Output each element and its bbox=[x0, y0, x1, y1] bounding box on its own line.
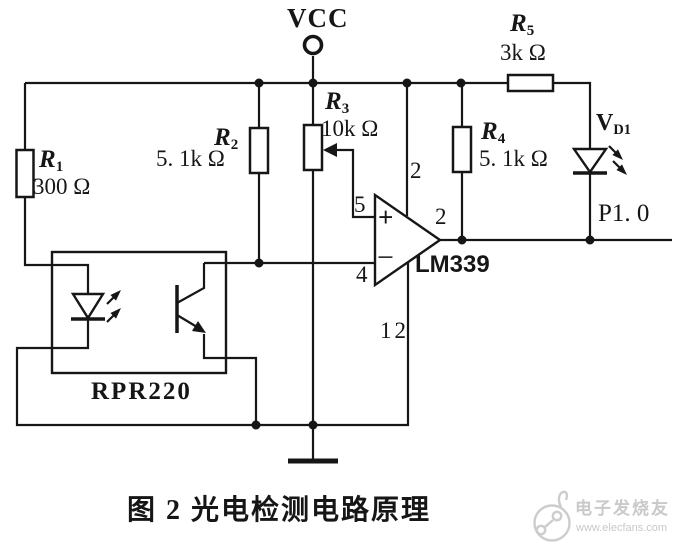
junction-dot bbox=[456, 78, 466, 88]
opto-led-arrowhead-icon bbox=[110, 290, 121, 301]
resistor-r2-value: 5. 1k Ω bbox=[156, 146, 225, 171]
resistor-r1-value: 300 Ω bbox=[33, 174, 91, 199]
pin-power-label: 2 bbox=[410, 158, 422, 183]
optocoupler-part-label: RPR220 bbox=[91, 378, 192, 405]
wire-r1-to-opto-led bbox=[23, 197, 90, 294]
resistor-r5-body bbox=[506, 73, 555, 93]
resistor-r2-body bbox=[248, 126, 270, 175]
r4-ref: R bbox=[481, 118, 498, 145]
junction-dot bbox=[254, 258, 264, 268]
led-vd1-label: VD1 bbox=[596, 111, 631, 137]
led-vd1-triangle bbox=[571, 147, 609, 175]
r5-sub: 5 bbox=[526, 23, 535, 40]
pin-12-ground-label: 12 bbox=[380, 318, 409, 343]
vd1-sub: D1 bbox=[613, 122, 631, 139]
r2-sub: 2 bbox=[230, 137, 239, 154]
comparator-part-label: LM339 bbox=[415, 251, 490, 278]
phototransistor-collector bbox=[176, 263, 206, 304]
wire-emitter-to-ground bbox=[202, 334, 258, 425]
resistor-r2-label: R2 bbox=[214, 125, 238, 153]
junction-dot bbox=[251, 420, 261, 430]
junction-dot bbox=[254, 78, 264, 88]
potentiometer-r3-label: R3 bbox=[325, 89, 349, 117]
r1-ref: R bbox=[39, 146, 56, 173]
resistor-r4-label: R4 bbox=[481, 119, 505, 147]
resistor-r1-label: R1 bbox=[39, 147, 63, 175]
led-vd1-arrowhead-icon bbox=[612, 149, 623, 160]
potentiometer-r3-body bbox=[302, 123, 324, 172]
resistor-r5-value: 3k Ω bbox=[500, 40, 546, 65]
vd1-ref: V bbox=[596, 110, 614, 136]
minus-input-sign: − bbox=[377, 241, 394, 274]
wiper-arrowhead-icon bbox=[323, 143, 337, 157]
r5-ref: R bbox=[510, 10, 527, 37]
vcc-terminal bbox=[302, 34, 324, 56]
junction-dot bbox=[402, 78, 412, 88]
watermark-brand: 电子发烧友 bbox=[575, 499, 670, 518]
junction-dots bbox=[251, 78, 595, 430]
vcc-label: VCC bbox=[287, 3, 349, 33]
resistor-r5-label: R5 bbox=[510, 11, 534, 39]
r3-sub: 3 bbox=[341, 101, 350, 118]
r3-ref: R bbox=[325, 88, 342, 115]
plus-input-sign: + bbox=[378, 202, 394, 232]
pin-5-label: 5 bbox=[354, 192, 366, 217]
wire-ground-rail bbox=[15, 262, 410, 427]
r4-sub: 4 bbox=[497, 131, 506, 148]
output-p1-0-label: P1. 0 bbox=[598, 200, 650, 227]
junction-dot bbox=[457, 235, 467, 245]
phototransistor-emitter bbox=[176, 314, 198, 328]
junction-dot bbox=[308, 78, 318, 88]
pin-2-output-label: 2 bbox=[435, 204, 447, 229]
opto-led-triangle bbox=[70, 292, 106, 321]
r2-ref: R bbox=[214, 124, 231, 151]
optocoupler-package-box bbox=[50, 250, 228, 375]
watermark-logo-icon bbox=[533, 490, 571, 542]
wire-r3-wiper-to-plus-input bbox=[332, 148, 375, 219]
resistor-r4-body bbox=[451, 125, 473, 174]
r1-sub: 1 bbox=[55, 159, 64, 176]
resistor-r4-value: 5. 1k Ω bbox=[479, 146, 548, 171]
resistor-r1-body bbox=[15, 148, 35, 199]
wire-r5-to-vd1 bbox=[553, 81, 592, 149]
potentiometer-r3-value: 10k Ω bbox=[321, 116, 379, 141]
watermark-url: www.elecfans.com bbox=[576, 522, 668, 534]
comparator-triangle bbox=[373, 192, 443, 288]
opto-led-arrowhead-icon bbox=[110, 308, 121, 319]
junction-dot bbox=[308, 420, 318, 430]
pin-4-label: 4 bbox=[356, 262, 368, 287]
emitter-arrowhead-icon bbox=[192, 321, 206, 333]
junction-dot bbox=[585, 235, 595, 245]
figure-caption: 图 2 光电检测电路原理 bbox=[127, 495, 432, 526]
led-vd1-arrowhead-icon bbox=[616, 164, 627, 175]
